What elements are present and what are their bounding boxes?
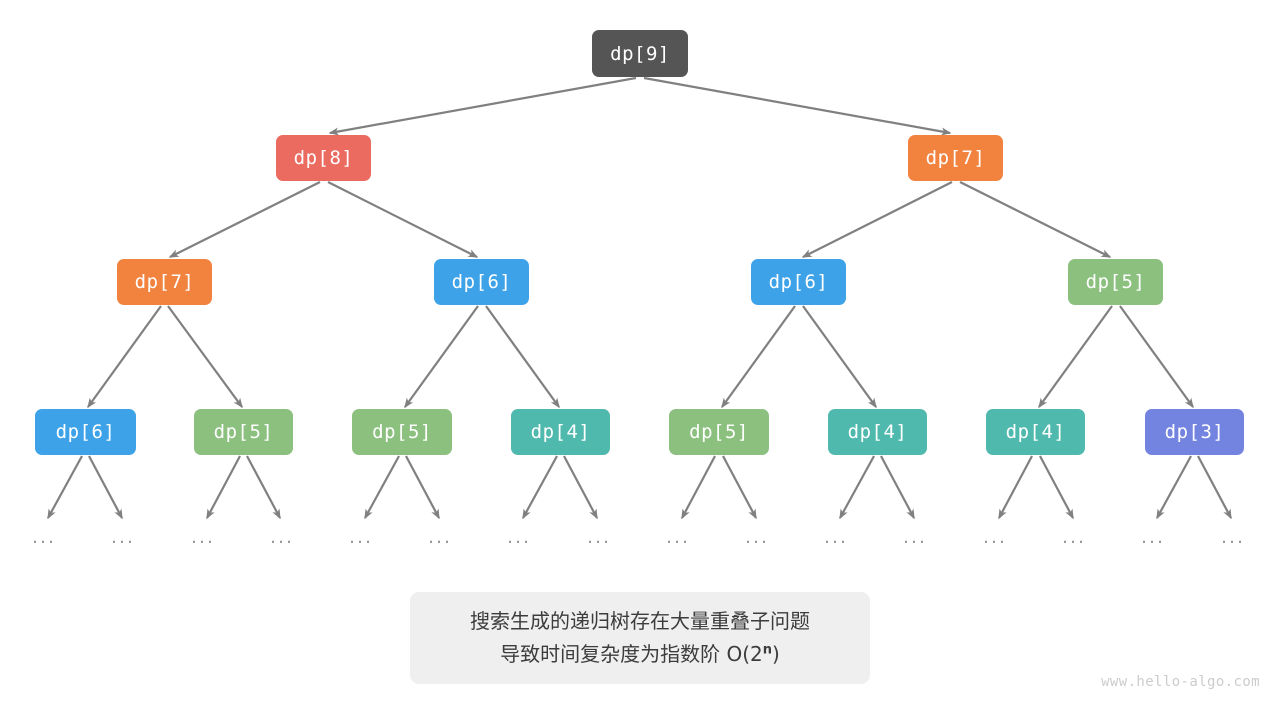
caption-line-2-prefix: 导致时间复杂度为指数阶 O(2 (500, 642, 763, 666)
tree-edge (802, 305, 877, 409)
ellipsis-leaf-e0: ... (31, 526, 57, 548)
tree-edge (1038, 305, 1113, 409)
tree-edge (404, 305, 479, 409)
tree-edge (959, 181, 1112, 258)
tree-node-n4[interactable]: dp[6] (434, 259, 529, 305)
tree-edge (722, 455, 757, 520)
tree-node-n14[interactable]: dp[3] (1145, 409, 1244, 455)
tree-edge (1197, 455, 1232, 520)
tree-edge (880, 455, 915, 520)
tree-edge (327, 181, 479, 258)
caption-box: 搜索生成的递归树存在大量重叠子问题 导致时间复杂度为指数阶 O(2n) (410, 592, 870, 684)
ellipsis-leaf-e4: ... (348, 526, 374, 548)
tree-node-n11[interactable]: dp[5] (669, 409, 769, 455)
tree-node-n2[interactable]: dp[7] (908, 135, 1003, 181)
ellipsis-leaf-e12: ... (982, 526, 1008, 548)
tree-edge (328, 76, 637, 136)
tree-node-n7[interactable]: dp[6] (35, 409, 136, 455)
ellipsis-leaf-e9: ... (744, 526, 770, 548)
caption-line-2-suffix: ) (772, 642, 780, 666)
tree-edge (168, 181, 321, 258)
caption-line-1: 搜索生成的递归树存在大量重叠子问题 (470, 609, 810, 633)
tree-edge (88, 455, 123, 520)
tree-edge (1039, 455, 1074, 520)
tree-edge (167, 305, 243, 409)
tree-edge (364, 455, 400, 520)
ellipsis-leaf-e6: ... (506, 526, 532, 548)
ellipsis-leaf-e5: ... (427, 526, 453, 548)
tree-node-n1[interactable]: dp[8] (276, 135, 371, 181)
ellipsis-leaf-e13: ... (1061, 526, 1087, 548)
tree-node-n8[interactable]: dp[5] (194, 409, 293, 455)
tree-edge (246, 455, 281, 520)
tree-edge (405, 455, 440, 520)
tree-edge (522, 455, 558, 520)
tree-edge (206, 455, 241, 520)
tree-edge (47, 455, 83, 520)
ellipsis-leaf-e2: ... (190, 526, 216, 548)
tree-edge (485, 305, 560, 409)
tree-node-n5[interactable]: dp[6] (751, 259, 846, 305)
tree-edge (1119, 305, 1194, 409)
tree-edge (998, 455, 1033, 520)
ellipsis-leaf-e7: ... (586, 526, 612, 548)
tree-node-n9[interactable]: dp[5] (352, 409, 452, 455)
tree-node-n12[interactable]: dp[4] (828, 409, 927, 455)
tree-node-n10[interactable]: dp[4] (511, 409, 610, 455)
watermark: www.hello-algo.com (1101, 674, 1260, 690)
tree-edge (839, 455, 875, 520)
ellipsis-leaf-e14: ... (1140, 526, 1166, 548)
tree-node-n3[interactable]: dp[7] (117, 259, 212, 305)
ellipsis-leaf-e10: ... (823, 526, 849, 548)
ellipsis-leaf-e11: ... (902, 526, 928, 548)
ellipsis-leaf-e1: ... (110, 526, 136, 548)
tree-node-n13[interactable]: dp[4] (986, 409, 1085, 455)
tree-node-n0[interactable]: dp[9] (592, 30, 688, 77)
ellipsis-leaf-e8: ... (665, 526, 691, 548)
ellipsis-leaf-e3: ... (269, 526, 295, 548)
tree-edge (87, 305, 162, 409)
tree-edge (801, 181, 953, 258)
tree-edge (681, 455, 716, 520)
ellipsis-leaf-e15: ... (1220, 526, 1246, 548)
tree-edge (721, 305, 796, 409)
caption-line-2: 导致时间复杂度为指数阶 O(2n) (500, 638, 780, 671)
caption-exponent: n (762, 642, 773, 658)
tree-edge (563, 455, 598, 520)
tree-edge (1156, 455, 1192, 520)
tree-node-n6[interactable]: dp[5] (1068, 259, 1163, 305)
tree-edge (643, 76, 952, 136)
